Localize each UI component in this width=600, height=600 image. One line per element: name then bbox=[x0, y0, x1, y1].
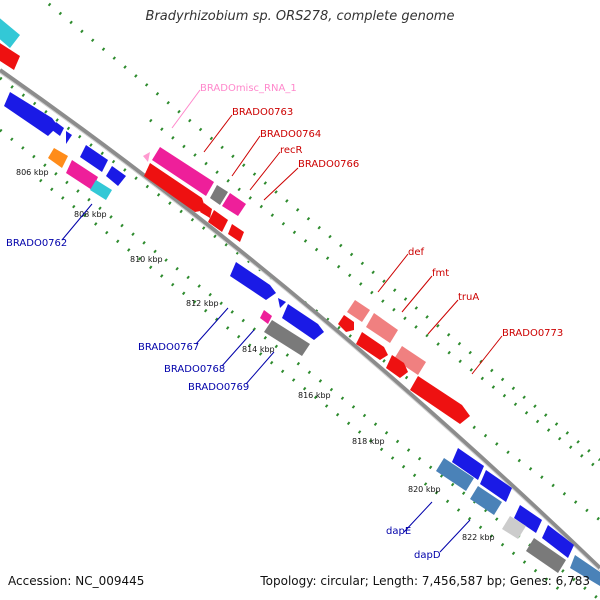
gene-red-truA-low bbox=[386, 355, 408, 378]
genome-summary-text: Topology: circular; Length: 7,456,587 bp… bbox=[260, 574, 590, 588]
gene-recR bbox=[222, 193, 246, 216]
gene-red-top-a bbox=[0, 43, 20, 70]
gene-red-fmt-low bbox=[356, 332, 388, 360]
label-brado0764: BRADO0764 bbox=[260, 129, 321, 140]
label-brado0763: BRADO0763 bbox=[232, 107, 293, 118]
tick-812: 812 kbp bbox=[186, 299, 219, 308]
gene-brado0767-tail bbox=[278, 298, 286, 308]
gene-red-small-c bbox=[228, 224, 244, 242]
label-brado0773: BRADO0773 bbox=[502, 328, 563, 339]
gene-brado0767 bbox=[230, 262, 276, 300]
gene-brado0773 bbox=[410, 376, 470, 424]
gene-labels: BRADOmisc_RNA_1 BRADO0763 BRADO0764 recR… bbox=[6, 83, 563, 561]
gene-brado0769 bbox=[264, 320, 310, 356]
label-recR: recR bbox=[280, 145, 303, 156]
gene-brado0768 bbox=[260, 310, 272, 324]
gene-blue-f bbox=[282, 304, 324, 340]
gene-dapE-top bbox=[452, 448, 484, 480]
label-brado0766: BRADO0766 bbox=[298, 159, 359, 170]
gene-blue-e bbox=[106, 166, 126, 186]
gene-brado0763 bbox=[152, 147, 214, 196]
tick-814: 814 kbp bbox=[242, 345, 275, 354]
gene-blue-top-c bbox=[514, 505, 542, 533]
gene-red-def-low bbox=[338, 315, 354, 332]
genome-backbone bbox=[0, 68, 600, 572]
inner-tick-lane-upper bbox=[0, 128, 600, 600]
tick-806: 806 kbp bbox=[16, 168, 49, 177]
gene-orange bbox=[48, 148, 68, 168]
mid-tick-lane bbox=[149, 118, 600, 472]
gene-red-small-a bbox=[200, 203, 212, 218]
tick-820: 820 kbp bbox=[408, 485, 441, 494]
label-brado0762: BRADO0762 bbox=[6, 238, 67, 249]
gene-truA bbox=[394, 346, 426, 375]
tick-labels: 806 kbp 808 kbp 810 kbp 812 kbp 814 kbp … bbox=[16, 168, 495, 542]
tick-818: 818 kbp bbox=[352, 437, 385, 446]
gene-blue-top-b bbox=[480, 470, 512, 502]
gene-blue-c bbox=[66, 131, 72, 144]
leader-lines bbox=[61, 89, 503, 553]
inner-tick-lane-lower bbox=[39, 178, 561, 592]
label-brado0767: BRADO0767 bbox=[138, 342, 199, 353]
features-bottom-strand bbox=[4, 92, 566, 573]
outer-tick-lane-upper bbox=[41, 0, 600, 462]
diagram-title: Bradyrhizobium sp. ORS278, complete geno… bbox=[145, 9, 455, 24]
label-dapD: dapD bbox=[414, 550, 441, 561]
gene-red-small-b bbox=[208, 210, 228, 232]
gene-def bbox=[347, 300, 370, 322]
label-dapE: dapE bbox=[386, 526, 411, 537]
label-misc-rna: BRADOmisc_RNA_1 bbox=[200, 83, 297, 94]
label-truA: truA bbox=[458, 292, 479, 303]
gene-brado0764 bbox=[210, 185, 228, 205]
gene-blue-a bbox=[4, 92, 58, 136]
tick-822: 822 kbp bbox=[462, 533, 495, 542]
gene-lightgray bbox=[502, 516, 526, 539]
label-brado0768: BRADO0768 bbox=[164, 364, 225, 375]
tick-808: 808 kbp bbox=[74, 210, 107, 219]
label-fmt: fmt bbox=[432, 268, 449, 279]
features-top-strand bbox=[0, 18, 600, 586]
gene-fmt bbox=[366, 313, 398, 343]
gene-cyan-low bbox=[90, 180, 112, 200]
gene-dapE bbox=[436, 458, 474, 491]
tick-810: 810 kbp bbox=[130, 255, 163, 264]
gene-magenta-low bbox=[66, 160, 98, 190]
gene-gray-low bbox=[526, 538, 566, 573]
gene-steel-top bbox=[570, 555, 600, 586]
label-brado0769: BRADO0769 bbox=[188, 382, 249, 393]
accession-text: Accession: NC_009445 bbox=[8, 574, 145, 588]
label-def: def bbox=[408, 247, 425, 258]
gene-brado0766-red bbox=[144, 163, 206, 212]
tick-816: 816 kbp bbox=[298, 391, 331, 400]
gene-cyan-top bbox=[0, 18, 20, 48]
misc-rna-feature bbox=[143, 152, 150, 162]
gene-blue-d bbox=[80, 145, 108, 172]
gene-blue-b bbox=[52, 122, 64, 136]
gene-blue-top-d bbox=[542, 525, 574, 558]
gene-dapD bbox=[470, 486, 502, 515]
